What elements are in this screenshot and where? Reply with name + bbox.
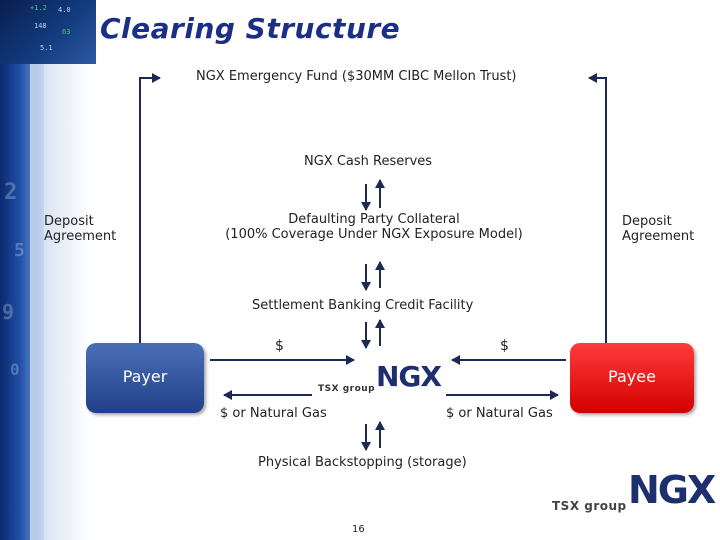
deposit-right-line-2: Agreement [622, 229, 695, 244]
double-arrow-backstopping [361, 421, 385, 451]
deposit-agreement-left: Deposit Agreement [44, 214, 116, 244]
payer-label: Payer [122, 367, 168, 386]
left-loop-line [139, 73, 161, 343]
ngx-logo: NGX [628, 468, 716, 512]
left-strip-fade [30, 0, 90, 540]
dollar-left-label: $ [275, 338, 284, 354]
tsx-group-logo: TSX group [552, 499, 627, 513]
backstopping-label: Physical Backstopping (storage) [258, 455, 467, 470]
deposit-left-line-1: Deposit [44, 214, 94, 229]
double-arrow-settlement [361, 319, 385, 349]
deposit-agreement-right: Deposit Agreement [622, 214, 694, 244]
ngx-logo-small: NGX [376, 360, 442, 393]
deposit-left-line-2: Agreement [44, 229, 117, 244]
collateral-line-1: Defaulting Party Collateral [288, 212, 460, 227]
right-loop-line [588, 73, 607, 343]
double-arrow-cash-reserves [361, 179, 385, 211]
double-arrow-collateral [361, 261, 385, 291]
collateral-line-2: (100% Coverage Under NGX Exposure Model) [225, 227, 523, 242]
payer-box: Payer [86, 343, 204, 413]
collateral-label: Defaulting Party Collateral (100% Covera… [196, 212, 552, 242]
page-number: 16 [352, 524, 365, 535]
page-title: Clearing Structure [100, 12, 401, 45]
emergency-fund-label: NGX Emergency Fund ($30MM CIBC Mellon Tr… [196, 69, 517, 84]
cash-reserves-label: NGX Cash Reserves [304, 154, 433, 169]
header-ticker-image: +1.2 4.0 148 63 5.1 [0, 0, 96, 64]
payee-label: Payee [608, 367, 656, 386]
gas-left-label: $ or Natural Gas [220, 406, 327, 421]
payee-box: Payee [570, 343, 694, 413]
gas-right-label: $ or Natural Gas [446, 406, 553, 421]
settlement-label: Settlement Banking Credit Facility [252, 298, 474, 313]
deposit-right-line-1: Deposit [622, 214, 672, 229]
dollar-right-label: $ [500, 338, 509, 354]
tsx-group-logo-small: TSX group [318, 384, 376, 394]
